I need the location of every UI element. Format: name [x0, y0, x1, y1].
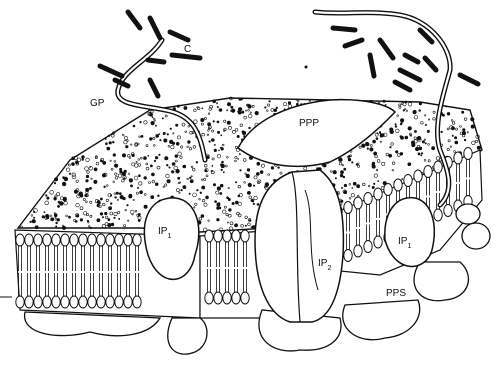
label-ppp: PPP — [299, 118, 319, 129]
label-c: C — [184, 44, 191, 55]
integral-protein-ip2 — [255, 170, 343, 322]
label-pps: PPS — [386, 288, 406, 299]
label-gp: GP — [90, 98, 105, 109]
integral-protein-ip1-right — [385, 198, 434, 267]
